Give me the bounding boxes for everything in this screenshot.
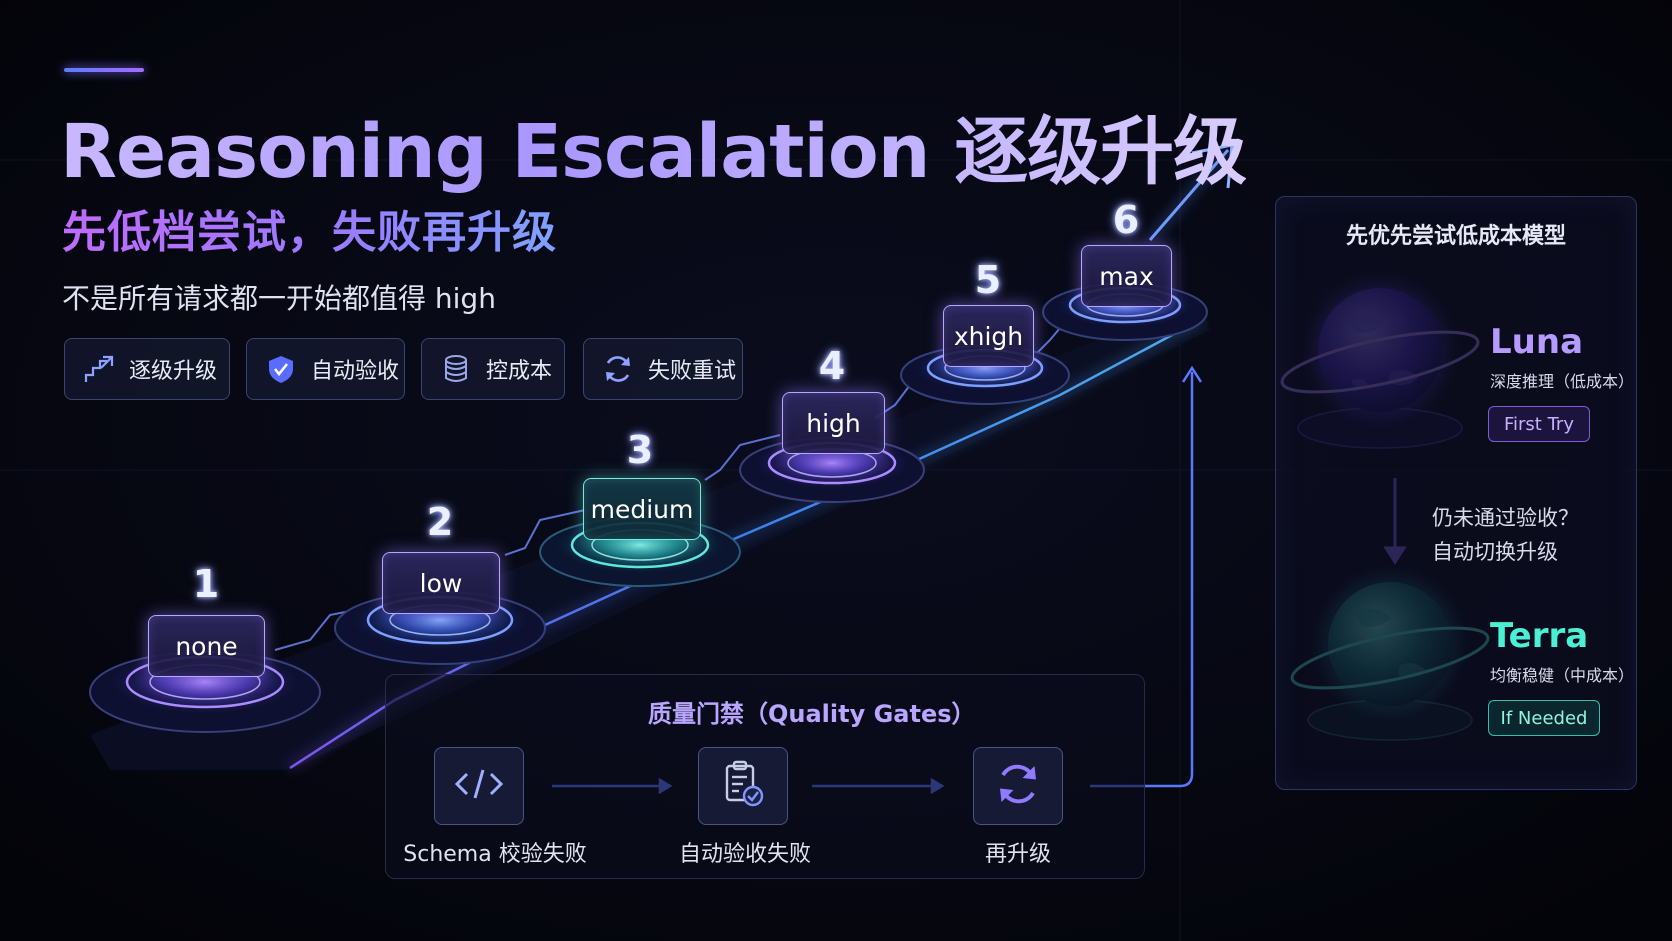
chip-label: 控成本 [486,359,553,384]
chip-label: 逐级升级 [129,359,218,384]
model-luna-desc: 深度推理（低成本） [1490,372,1635,391]
chip-cost-control: 控成本 [421,338,565,400]
gate-label: 自动验收失败 [678,842,811,867]
models-title: 先优先尝试低成本模型 [1345,224,1566,249]
refresh-icon [994,760,1042,812]
step-label-none: none [148,615,265,677]
refresh-icon [600,351,636,387]
chip-auto-accept: 自动验收 [246,338,405,400]
chip-label: 失败重试 [648,359,737,384]
models-panel [1275,196,1637,790]
step-number: 4 [818,344,846,388]
stairs-icon [81,351,117,387]
shield-check-icon [263,351,299,387]
gate-label: Schema 校验失败 [403,842,587,867]
chip-retry: 失败重试 [583,338,743,400]
model-luna-tag: First Try [1488,406,1590,442]
chip-escalate: 逐级升级 [64,338,230,400]
escalate-note: 自动切换升级 [1432,540,1558,564]
model-terra-tag: If Needed [1488,700,1600,736]
step-number: 5 [974,258,1002,302]
title-accent-line [64,68,144,72]
page-description: 不是所有请求都一开始都值得 high [62,282,496,315]
model-terra-name: Terra [1490,616,1589,656]
gate-re-escalate [973,747,1063,825]
quality-gates-title: 质量门禁（Quality Gates） [648,700,976,728]
gate-schema [434,747,524,825]
step-label-max: max [1081,245,1172,307]
model-luna-name: Luna [1490,322,1584,362]
page-subtitle: 先低档尝试，失败再升级 [62,196,557,260]
coin-stack-icon [438,351,474,387]
step-label-high: high [782,392,885,454]
step-label-medium: medium [583,478,701,540]
step-label-low: low [382,552,500,614]
escalate-question: 仍未通过验收？ [1432,506,1579,530]
chip-label: 自动验收 [311,359,400,384]
step-number: 1 [192,562,220,606]
code-icon [453,764,505,808]
gate-label: 再升级 [984,842,1051,867]
page-title: Reasoning Escalation 逐级升级 [60,92,1247,199]
step-number: 6 [1112,198,1140,242]
gate-auto-accept [698,747,788,825]
model-terra-desc: 均衡稳健（中成本） [1490,666,1635,685]
step-number: 2 [426,500,454,544]
step-number: 3 [626,428,654,472]
step-label-xhigh: xhigh [943,305,1034,367]
clipboard-check-icon [721,760,765,812]
